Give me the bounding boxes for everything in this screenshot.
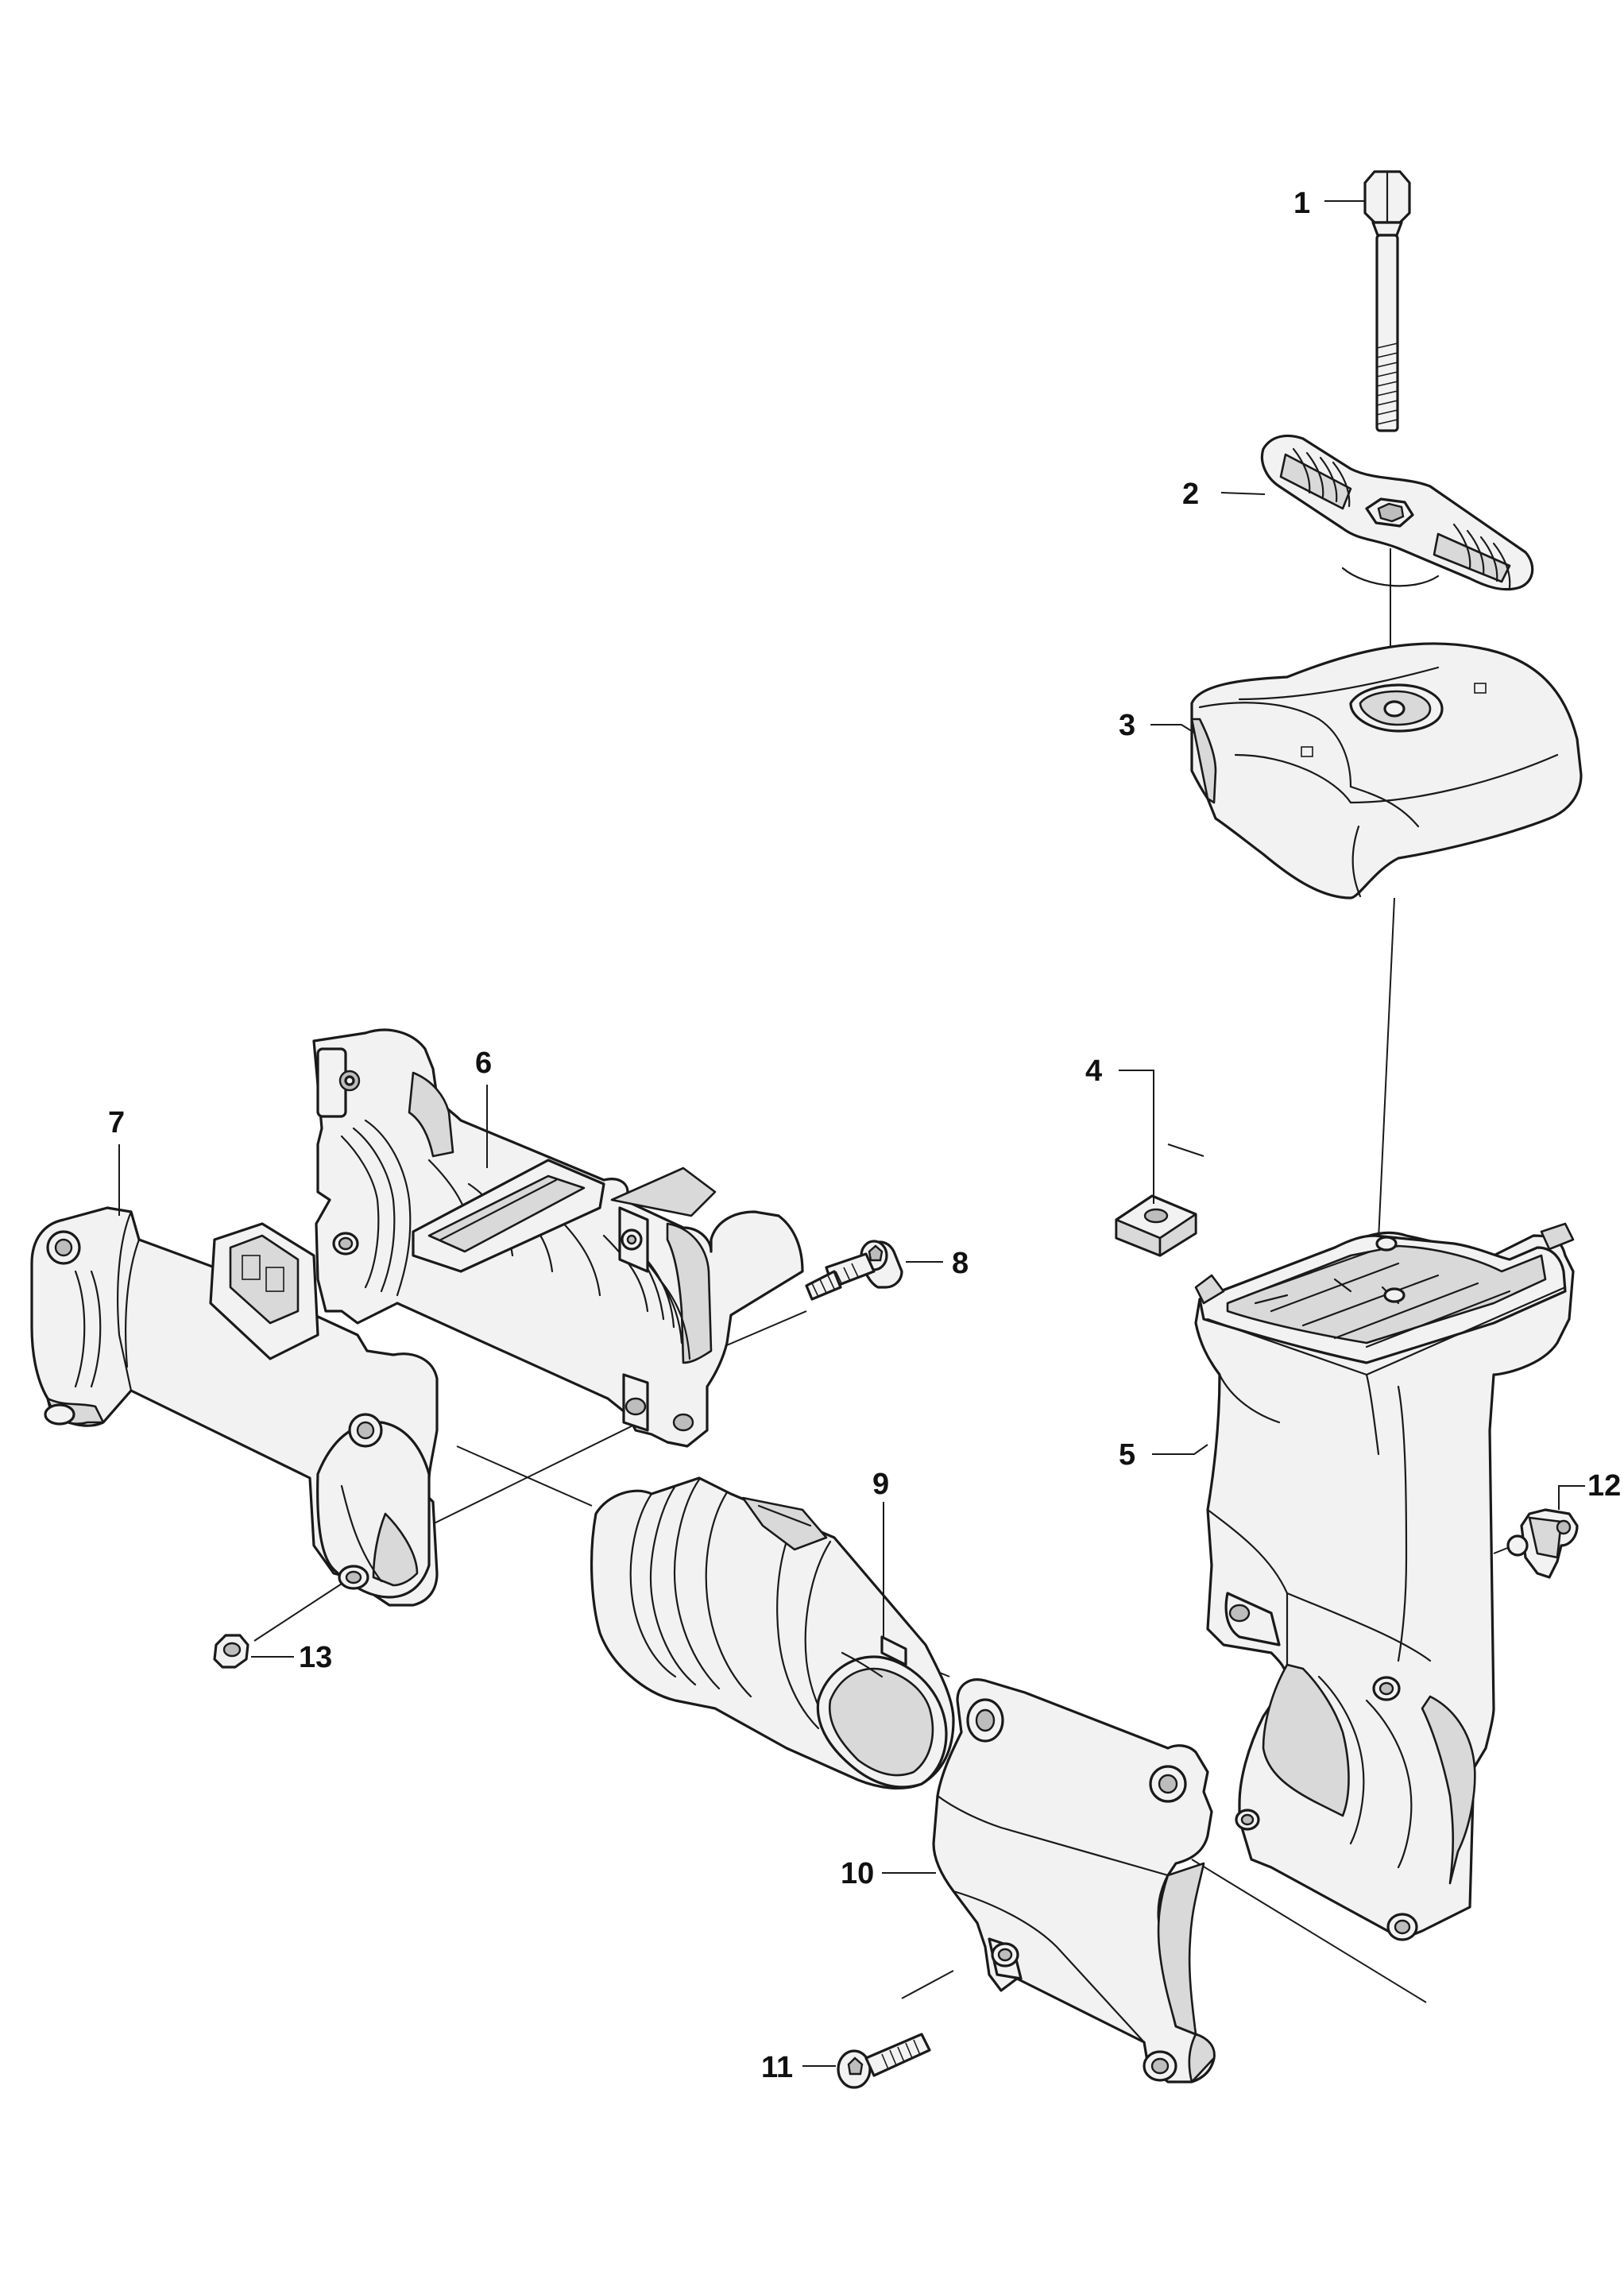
part-13-hex-nut <box>213 1634 249 1669</box>
part-4-square-nut <box>1115 1194 1197 1257</box>
callout-7: 7 <box>108 1106 125 1139</box>
callout-13: 13 <box>299 1641 332 1674</box>
part-3-top-cover <box>1190 642 1583 900</box>
part-2-wing-nut <box>1260 434 1534 591</box>
part-5-handle-body <box>1194 1222 1575 1941</box>
callout-4: 4 <box>1085 1054 1102 1088</box>
callout-1: 1 <box>1293 187 1310 220</box>
callout-2: 2 <box>1182 478 1199 511</box>
part-6-clamp-half <box>312 1028 804 1448</box>
part-12-clip <box>1506 1508 1579 1579</box>
callout-11: 11 <box>761 2051 793 2084</box>
part-11-screw <box>837 2033 931 2089</box>
part-7-clamp-half <box>30 1206 439 1607</box>
callout-8: 8 <box>952 1247 969 1280</box>
leader-lines <box>118 200 1585 2067</box>
callout-6: 6 <box>475 1047 492 1080</box>
callout-labels: 1 2 3 4 5 6 7 8 9 10 11 12 13 <box>108 187 1621 2084</box>
part-8-screw <box>805 1240 903 1301</box>
part-10-lower-clamp <box>932 1678 1216 2083</box>
callout-9: 9 <box>872 1468 889 1501</box>
callout-3: 3 <box>1119 709 1135 742</box>
part-9-sleeve <box>590 1476 955 1790</box>
callout-5: 5 <box>1119 1438 1135 1472</box>
callout-12: 12 <box>1587 1469 1621 1503</box>
callout-10: 10 <box>841 1857 874 1890</box>
part-1-hex-bolt <box>1363 170 1411 432</box>
